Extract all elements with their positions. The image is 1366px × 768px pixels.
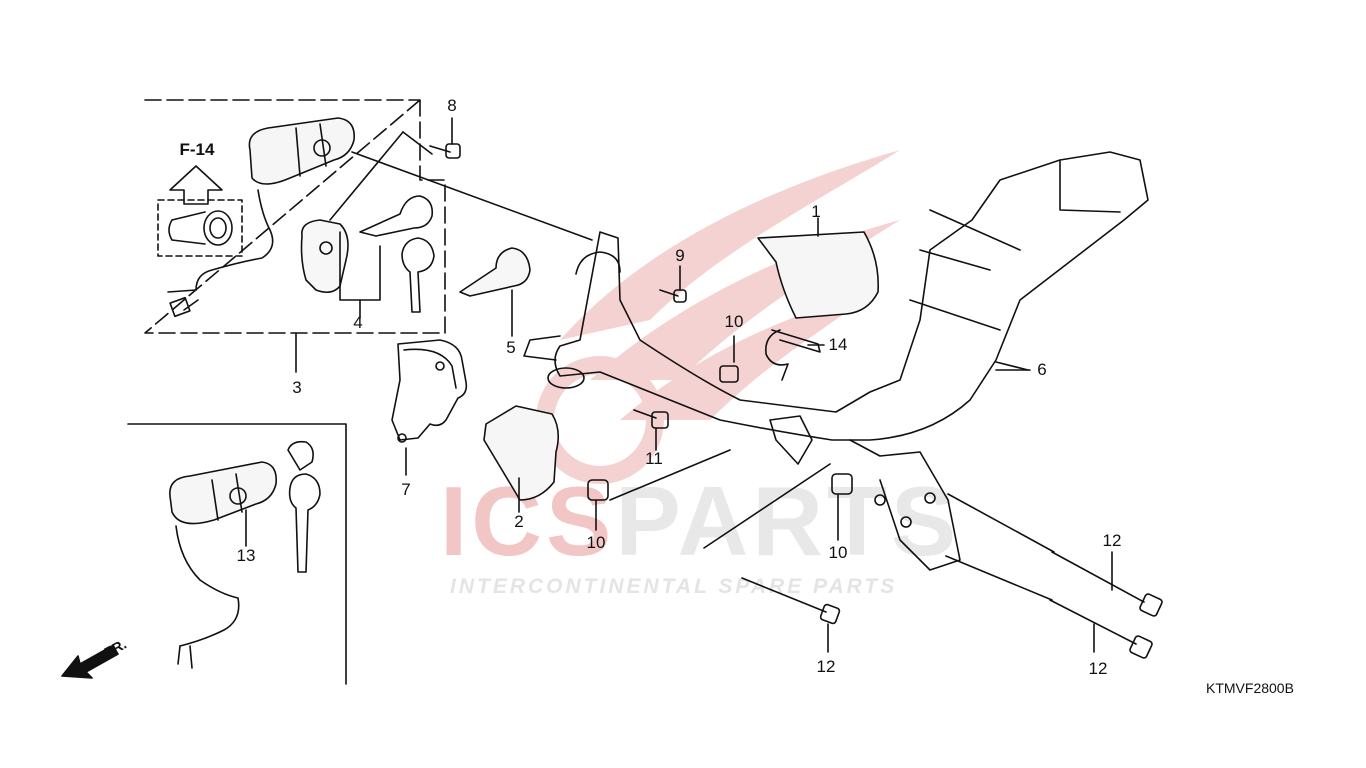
inset-lock-box: [157, 199, 243, 257]
callout-10-top: 10: [724, 312, 744, 331]
callout-13: 13: [236, 546, 256, 565]
callout-11: 11: [645, 449, 663, 468]
nut-10-right: [831, 473, 853, 541]
leader-group-3: [329, 131, 404, 221]
callout-4: 4: [353, 313, 363, 332]
callout-8: 8: [447, 96, 457, 115]
frame-body-6: [523, 151, 1149, 571]
callout-12-lower: 12: [1088, 659, 1108, 678]
ignition-switch-13: [169, 440, 321, 669]
up-arrow-icon: [169, 165, 223, 205]
bolt-12-center: [703, 463, 841, 653]
bolt-8: [429, 117, 461, 159]
cover-2: [483, 405, 560, 513]
watermark-brand-suffix: PARTS: [615, 466, 961, 576]
watermark-tagline: INTERCONTINENTAL SPARE PARTS: [450, 575, 898, 598]
lock-cylinder-icon: [168, 210, 233, 246]
group-box-3: [144, 99, 446, 334]
callout-6: 6: [1037, 360, 1047, 379]
leader-group-2: [402, 131, 433, 155]
callout-12-upper: 12: [1102, 531, 1122, 550]
clip-14: [764, 329, 825, 381]
bolt-11: [633, 409, 669, 451]
ignition-switch-3: [167, 117, 355, 318]
leader-group: [351, 151, 593, 241]
callout-7: 7: [401, 480, 411, 499]
bracket-7: [391, 339, 468, 476]
callout-3: 3: [292, 378, 302, 397]
callout-1: 1: [811, 202, 821, 221]
callout-12-center: 12: [816, 657, 836, 676]
callout-2: 2: [514, 512, 524, 531]
callout-10-right: 10: [828, 543, 848, 562]
nut-10-left: [587, 449, 731, 531]
inset-box-13: [127, 423, 347, 685]
front-direction-arrow-icon: [61, 645, 119, 679]
bolt-12-upper: [947, 493, 1163, 617]
callout-14: 14: [828, 335, 848, 354]
key-5: [459, 247, 531, 337]
drawing-code: KTMVF2800B: [1206, 680, 1294, 696]
bolt-12-lower: [945, 555, 1153, 659]
callout-9: 9: [675, 246, 685, 265]
guard-1: [757, 217, 880, 319]
nut-10-top: [719, 335, 739, 383]
callout-10-left: 10: [586, 533, 606, 552]
bolt-9: [659, 265, 687, 303]
callout-5: 5: [506, 338, 516, 357]
reference-label: F-14: [179, 140, 215, 159]
key-set-4: [300, 195, 435, 319]
